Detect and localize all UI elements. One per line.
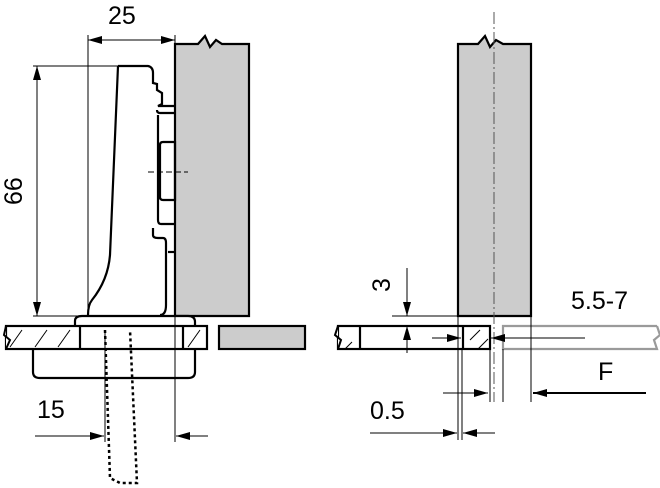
hinge-cup bbox=[31, 349, 197, 380]
dim-gap-label: 5.5-7 bbox=[571, 287, 628, 315]
dim-25-label: 25 bbox=[108, 2, 136, 30]
mounting-plate bbox=[73, 314, 197, 327]
side-view: 25 66 15 bbox=[0, 2, 307, 485]
front-view: 3 5.5-7 F 0.5 bbox=[333, 12, 660, 440]
overlay-f-label: F bbox=[598, 358, 613, 386]
door-board-gray bbox=[217, 324, 307, 351]
screw-dotted bbox=[103, 329, 139, 485]
dim-05-label: 0.5 bbox=[370, 397, 405, 425]
hinge-arm bbox=[86, 64, 177, 317]
dim-66-label: 66 bbox=[0, 177, 28, 205]
hatching bbox=[9, 329, 201, 348]
dim-15-label: 15 bbox=[37, 396, 65, 424]
dim-3-label: 3 bbox=[368, 278, 396, 292]
cabinet-side-panel bbox=[173, 33, 251, 318]
